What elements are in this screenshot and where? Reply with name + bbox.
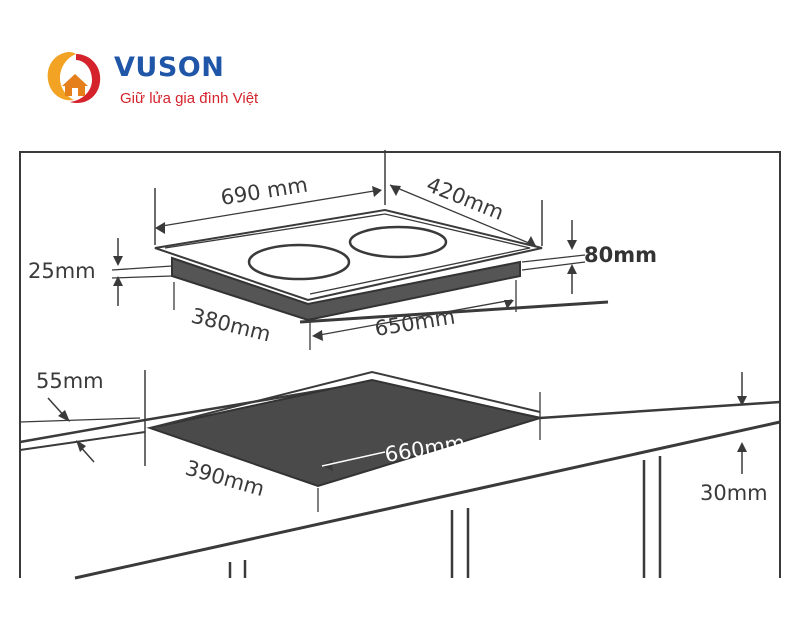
logo-orange-swirl bbox=[47, 52, 76, 101]
burner-left bbox=[247, 243, 351, 281]
wall-outline bbox=[19, 151, 781, 578]
countertop-front-edge bbox=[74, 420, 781, 580]
cutout-rim bbox=[149, 370, 541, 429]
countertop-front bbox=[19, 431, 146, 451]
dim-hob-height: 80mm bbox=[584, 243, 657, 267]
dim-body-width: 650mm bbox=[373, 305, 457, 341]
burner-right bbox=[348, 225, 448, 259]
brand-name: VUSON bbox=[114, 52, 225, 83]
brand-tagline: Giữ lửa gia đình Việt bbox=[120, 90, 259, 107]
dim-glass-thickness: 25mm bbox=[28, 259, 96, 283]
logo-red-swirl bbox=[70, 54, 101, 104]
hob-glass bbox=[154, 208, 543, 302]
hob-glass-inner bbox=[164, 213, 531, 295]
house-flame-logo-icon bbox=[47, 52, 101, 104]
upper-shelf-line bbox=[299, 300, 609, 324]
dim-counter-thickness: 55mm bbox=[36, 369, 104, 393]
dim-body-depth: 380mm bbox=[189, 304, 273, 347]
vuson-logo: VUSON Giữ lửa gia đình Việt bbox=[40, 44, 280, 114]
logo-house bbox=[62, 74, 88, 96]
dim-rear-clearance: 30mm bbox=[700, 481, 768, 505]
